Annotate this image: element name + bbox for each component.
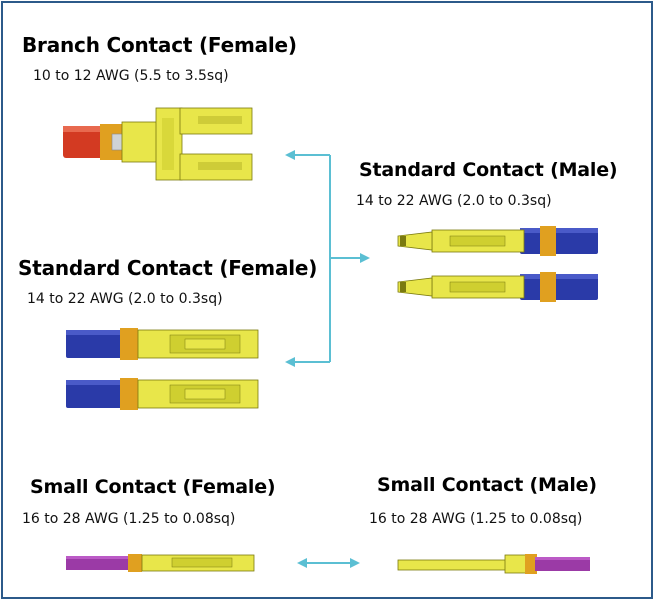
branch-female-range: 10 to 12 AWG (5.5 to 3.5sq)	[33, 68, 229, 84]
small-male-range: 16 to 28 AWG (1.25 to 0.08sq)	[369, 511, 583, 527]
standard-female-title: Standard Contact (Female)	[18, 256, 318, 280]
small-male-title: Small Contact (Male)	[377, 474, 597, 496]
branch-female-contact	[63, 107, 253, 181]
small-female-title: Small Contact (Female)	[30, 476, 276, 498]
small-female-range: 16 to 28 AWG (1.25 to 0.08sq)	[22, 511, 236, 527]
standard-male-title: Standard Contact (Male)	[359, 159, 618, 181]
small-male-contact	[397, 554, 590, 574]
connection-arrows	[285, 150, 370, 568]
standard-female-range: 14 to 22 AWG (2.0 to 0.3sq)	[27, 291, 223, 307]
branch-female-title: Branch Contact (Female)	[22, 33, 297, 57]
standard-male-contact	[397, 226, 598, 302]
standard-female-contact	[66, 328, 259, 410]
standard-male-range: 14 to 22 AWG (2.0 to 0.3sq)	[356, 193, 552, 209]
small-female-contact	[66, 554, 255, 572]
